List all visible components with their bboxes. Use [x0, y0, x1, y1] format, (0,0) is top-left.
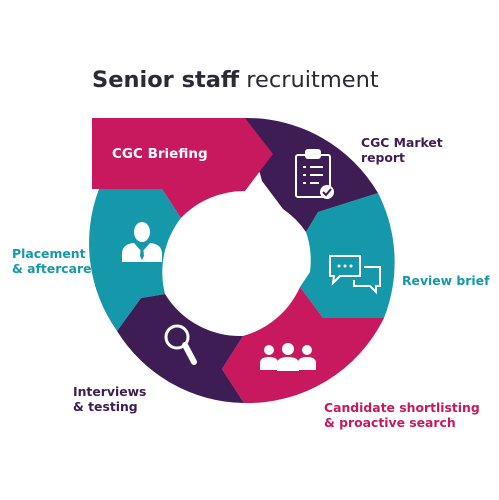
placement-line-2: & aftercare [12, 261, 92, 276]
person-icon [122, 222, 162, 262]
step-label-interviews: Interviews & testing [73, 384, 151, 414]
market-report-line-2: report [361, 150, 405, 165]
market-report-line-1: CGC Market [361, 135, 443, 150]
segment-candidate-shortlisting [222, 287, 384, 404]
magnifying-glass-icon [164, 324, 197, 365]
shortlisting-line-2: & proactive search [324, 415, 456, 430]
page-title: Senior staff recruitment [92, 67, 379, 93]
step-label-placement: Placement & aftercare [12, 246, 92, 276]
step-label-candidate-shortlisting: Candidate shortlisting & proactive searc… [324, 400, 484, 430]
interviews-line-1: Interviews [73, 384, 146, 399]
people-group-icon [260, 343, 316, 371]
title-regular-part: recruitment [239, 67, 379, 93]
shortlisting-line-1: Candidate shortlisting [324, 400, 480, 415]
clipboard-checklist-icon [295, 149, 334, 199]
title-bold-part: Senior staff [92, 67, 240, 93]
step-label-review-brief: Review brief [402, 273, 490, 288]
step-label-briefing: CGC Briefing [112, 146, 208, 162]
review-brief-line-1: Review brief [402, 273, 490, 288]
segment-cgc-briefing [92, 118, 273, 218]
speech-bubbles-icon [329, 255, 381, 295]
interviews-line-2: & testing [73, 399, 138, 414]
placement-line-1: Placement [12, 246, 86, 261]
step-label-market-report: CGC Market report [361, 135, 447, 165]
